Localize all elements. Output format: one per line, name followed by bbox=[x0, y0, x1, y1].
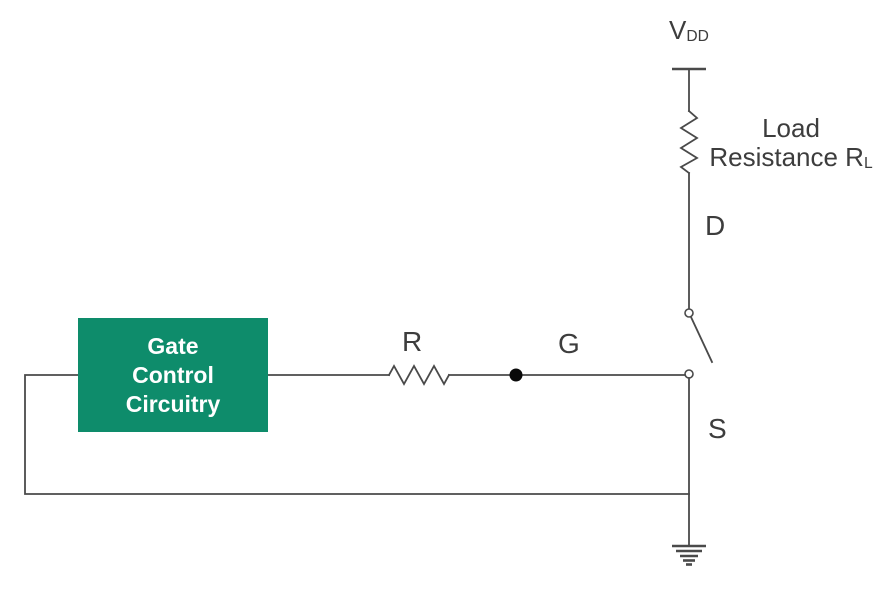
load-resistance-label-line2-main: Resistance R bbox=[709, 142, 864, 172]
switch-source-terminal-icon bbox=[684, 369, 694, 379]
gate-junction-dot-icon bbox=[509, 368, 523, 382]
drain-terminal-label: D bbox=[705, 210, 726, 241]
load-resistor-symbol-icon bbox=[679, 109, 699, 175]
ground-icon bbox=[672, 544, 706, 566]
gate-control-box-line3: Circuitry bbox=[125, 390, 221, 417]
series-resistor-label: R bbox=[402, 326, 423, 357]
vdd-label-main: V bbox=[669, 15, 687, 45]
vdd-label: VDD bbox=[669, 15, 709, 45]
vdd-label-subscript: DD bbox=[686, 27, 709, 45]
switch-blade-icon bbox=[689, 315, 714, 364]
load-resistance-label-line2: Resistance RL bbox=[698, 143, 879, 176]
gate-control-box-line2: Control bbox=[132, 361, 214, 388]
series-resistor-symbol-icon bbox=[387, 364, 451, 386]
load-resistance-label-subscript: L bbox=[863, 154, 873, 172]
gate-control-box: Gate Control Circuitry bbox=[78, 318, 268, 432]
return-loop-wire bbox=[24, 374, 690, 495]
load-resistance-label-line1: Load bbox=[762, 113, 820, 143]
switch-drain-terminal-icon bbox=[684, 308, 694, 318]
gate-terminal-label: G bbox=[558, 328, 580, 359]
source-terminal-label: S bbox=[708, 413, 727, 444]
load-resistance-label: Load Resistance RL bbox=[698, 114, 879, 176]
gate-control-box-line1: Gate bbox=[147, 332, 199, 359]
